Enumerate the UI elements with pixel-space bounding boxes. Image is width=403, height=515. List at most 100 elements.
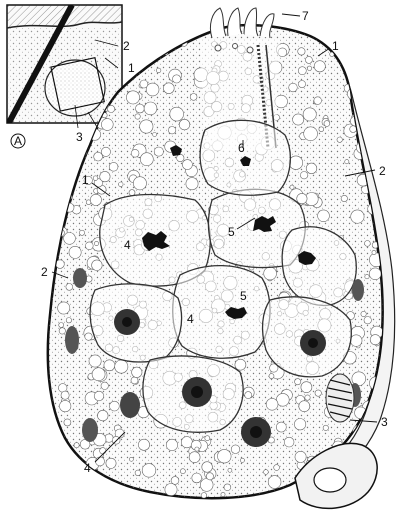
vesicle <box>290 185 294 189</box>
vesicle <box>303 108 316 121</box>
label-2-right: 2 <box>379 164 386 178</box>
vesicle <box>276 393 289 406</box>
vesicle <box>301 382 312 393</box>
vesicle <box>98 410 109 421</box>
vesicle <box>314 61 325 72</box>
vesicle <box>89 355 101 367</box>
label-3-right: 3 <box>381 415 388 429</box>
vesicle <box>377 44 381 48</box>
vesicle <box>66 284 73 291</box>
vesicle <box>64 233 76 245</box>
myoepithelial-cell <box>326 374 354 422</box>
label-4-center: 4 <box>187 312 194 326</box>
vesicle <box>305 395 310 400</box>
vesicle <box>235 359 246 370</box>
vesicle <box>180 469 185 474</box>
inset-label-1: 1 <box>128 61 135 75</box>
nucleus-peripheral <box>73 268 87 288</box>
vesicle <box>268 476 281 489</box>
nucleus-peripheral <box>82 418 98 442</box>
vesicle <box>297 193 307 203</box>
vesicle <box>170 107 184 121</box>
vesicle <box>69 246 81 258</box>
vesicle <box>195 447 199 451</box>
vesicle <box>177 154 184 161</box>
vesicle <box>59 323 64 328</box>
vesicle <box>299 401 310 412</box>
vesicle <box>186 178 198 190</box>
vesicle <box>276 422 286 432</box>
vesicle <box>360 37 367 44</box>
vesicle <box>63 490 70 497</box>
vesicle <box>131 149 139 157</box>
vesicle <box>101 147 110 156</box>
panel-letter: A <box>14 134 22 148</box>
label-1-top: 1 <box>332 39 339 53</box>
vesicle <box>119 182 124 187</box>
vesicle <box>56 129 66 139</box>
vesicle <box>200 479 213 492</box>
vesicle <box>365 107 375 117</box>
vesicle <box>298 48 305 55</box>
vesicle <box>361 311 366 316</box>
vesicle <box>133 177 146 190</box>
label-2-left: 2 <box>41 265 48 279</box>
vesicle <box>64 419 71 426</box>
vesicle <box>179 119 190 130</box>
vesicle <box>319 127 324 132</box>
vesicle <box>126 91 139 104</box>
label-1-left: 1 <box>82 173 89 187</box>
vesicle <box>96 457 105 466</box>
vesicle <box>365 72 377 84</box>
vesicle <box>372 48 384 60</box>
vesicle <box>140 120 153 133</box>
vesicle <box>154 147 163 156</box>
vesicle <box>100 448 106 454</box>
vesicle <box>370 335 380 345</box>
nucleus-peripheral <box>65 326 79 354</box>
vesicle <box>294 419 305 430</box>
vesicle <box>289 83 298 92</box>
label-4-lower: 4 <box>84 461 91 475</box>
vesicle <box>166 439 177 450</box>
vesicle <box>305 56 312 63</box>
vesicle <box>61 391 69 399</box>
vesicle <box>372 250 376 254</box>
vesicle <box>153 133 157 137</box>
vesicle <box>104 360 115 371</box>
vesicle <box>318 210 330 222</box>
vesicle <box>240 458 244 462</box>
vesicle <box>92 260 103 271</box>
vesicle <box>201 493 207 499</box>
vesicle <box>56 485 66 495</box>
vesicle <box>165 484 177 496</box>
vesicle <box>224 484 231 491</box>
vesicle <box>324 121 330 127</box>
vesicle <box>315 390 321 396</box>
vesicle <box>57 201 67 211</box>
vesicle <box>92 368 105 381</box>
nucleus-peripheral <box>352 279 364 301</box>
vesicle <box>58 302 70 314</box>
vesicle <box>129 457 133 461</box>
vesicle <box>205 436 210 441</box>
vesicle <box>142 464 156 478</box>
vesicle <box>59 400 70 411</box>
vesicle <box>269 374 274 379</box>
vesicle <box>168 127 175 134</box>
vesicle <box>143 38 149 44</box>
vesicle <box>85 134 90 139</box>
vesicle <box>146 83 159 96</box>
vesicle <box>134 60 142 68</box>
vesicle <box>131 377 138 384</box>
vesicle <box>190 94 197 101</box>
vesicle <box>206 473 213 480</box>
vesicle <box>192 473 202 483</box>
inset-label-3: 3 <box>76 130 83 144</box>
vesicle <box>132 367 142 377</box>
vesicle <box>100 171 110 181</box>
vesicle <box>69 465 83 479</box>
vesicle <box>202 462 213 473</box>
vesicle <box>221 492 225 496</box>
